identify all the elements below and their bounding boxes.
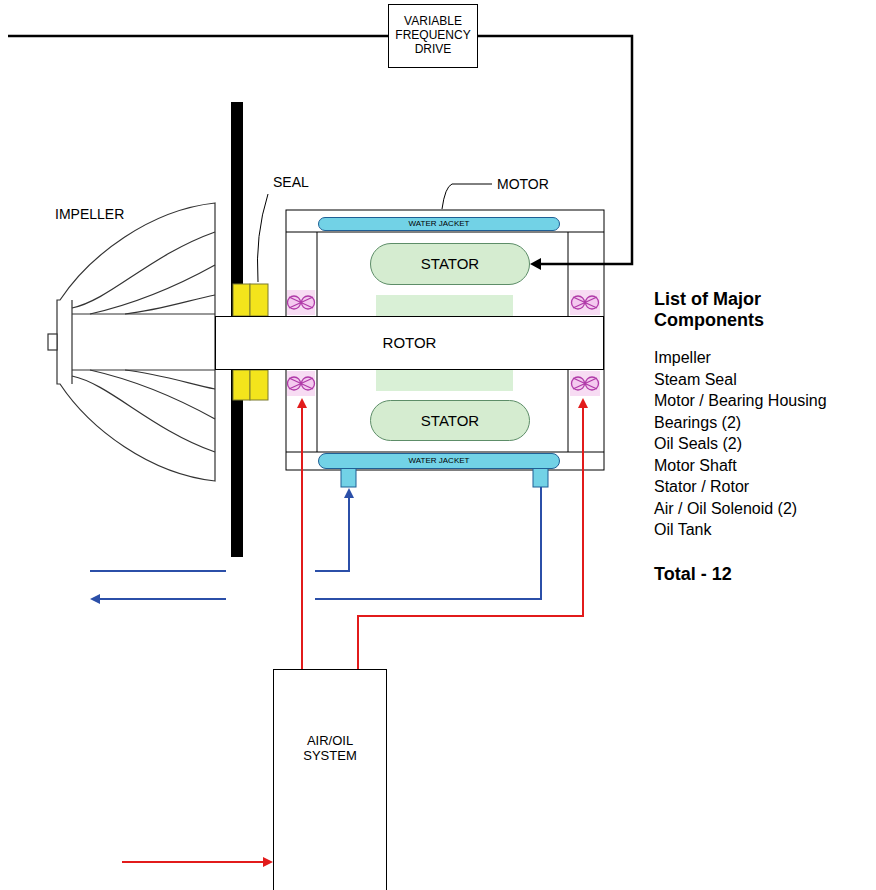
- power-feed-line: [8, 35, 388, 38]
- list-item: Oil Tank: [654, 521, 712, 539]
- oil-supply-line: [301, 406, 303, 669]
- bearing-symbol: [570, 371, 600, 396]
- impeller-drawing: [72, 232, 215, 308]
- bearing-symbol: [287, 371, 315, 396]
- power-feed-line: [8, 36, 388, 37]
- power-connector: [478, 36, 632, 270]
- list-item: Motor / Bearing Housing: [654, 392, 827, 410]
- list-total: Total - 12: [654, 564, 732, 585]
- cooling-water-line: [90, 594, 100, 604]
- oil-supply-line: [578, 398, 588, 408]
- impeller-drawing: [48, 203, 215, 481]
- node-text: STATOR: [421, 412, 479, 429]
- bearing-symbol: [572, 377, 585, 390]
- list-heading: List of Major Components: [654, 289, 804, 330]
- bearing-symbol: [287, 290, 315, 315]
- impeller-drawing: [57, 203, 215, 481]
- steam-seal: [233, 370, 250, 400]
- node-text: VARIABLE FREQUENCY DRIVE: [394, 15, 472, 56]
- cooling-water-line: [98, 598, 226, 600]
- node-text: WATER JACKET: [409, 457, 470, 465]
- leader-line: [257, 194, 268, 282]
- list-item: Air / Oil Solenoid (2): [654, 500, 797, 518]
- bearing-symbol: [289, 297, 313, 308]
- node-text: AIR/OIL SYSTEM: [299, 734, 361, 764]
- oil-supply-line: [122, 861, 264, 863]
- water-jacket: WATER JACKET: [318, 453, 560, 469]
- drive-box: VARIABLE FREQUENCY DRIVE: [388, 4, 478, 68]
- list-item: Oil Seals (2): [654, 435, 742, 453]
- bearing-symbol: [573, 378, 597, 389]
- cooling-water-line: [315, 487, 541, 599]
- stator-block: STATOR: [370, 243, 530, 285]
- impeller-drawing: [125, 370, 215, 389]
- bearing-symbol: [586, 377, 599, 390]
- bearing-symbol: [302, 377, 315, 390]
- steam-seal: [250, 370, 268, 400]
- part-label: SEAL: [273, 174, 309, 190]
- water-jacket: WATER JACKET: [318, 217, 560, 231]
- leader-line: [442, 184, 492, 209]
- oil-supply-line: [358, 406, 583, 669]
- oil-supply-line: [297, 398, 307, 408]
- list-item: Motor Shaft: [654, 457, 737, 475]
- bearing-symbol: [572, 296, 585, 309]
- impeller-drawing: [72, 376, 215, 452]
- list-item: Stator / Rotor: [654, 478, 749, 496]
- oil-supply-line: [263, 857, 273, 867]
- bearing-symbol: [586, 296, 599, 309]
- part-label: MOTOR: [497, 176, 549, 192]
- node-text: WATER JACKET: [409, 220, 470, 228]
- steam-seal: [250, 284, 268, 316]
- impeller-drawing: [125, 295, 215, 314]
- steam-seal: [233, 284, 250, 316]
- air-oil-box: AIR/OIL SYSTEM: [273, 669, 387, 890]
- node-text: STATOR: [421, 255, 479, 272]
- list-item: Impeller: [654, 349, 711, 367]
- cooling-water-line: [344, 488, 354, 498]
- rotor-shaft: ROTOR: [215, 316, 604, 370]
- cooling-water-line: [90, 487, 541, 604]
- impeller-drawing: [48, 334, 57, 350]
- bearing-symbol: [289, 378, 313, 389]
- list-item: Steam Seal: [654, 371, 737, 389]
- node-text: ROTOR: [383, 334, 437, 351]
- impeller-drawing: [90, 265, 215, 314]
- impeller-drawing: [90, 370, 215, 419]
- bearing-symbol: [288, 296, 301, 309]
- cooling-water-line: [315, 496, 349, 571]
- bearing-symbol: [288, 377, 301, 390]
- part-label: IMPELLER: [55, 206, 124, 222]
- stator-block: STATOR: [370, 400, 530, 441]
- bearing-symbol: [570, 290, 600, 315]
- bearing-symbol: [573, 297, 597, 308]
- bearing-symbol: [302, 296, 315, 309]
- cooling-water-line: [90, 570, 226, 572]
- arrow-head: [530, 258, 541, 270]
- list-item: Bearings (2): [654, 414, 741, 432]
